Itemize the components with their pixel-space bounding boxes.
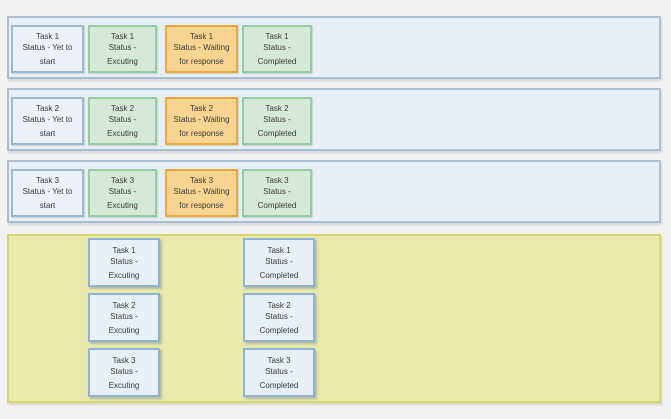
box-line: start (39, 201, 56, 210)
box-line: Status - Yet to (22, 115, 73, 124)
box-line: Task 3 (267, 355, 291, 365)
box-line: Task 3 (110, 176, 135, 185)
summary-task2-completed-box: Task 2 Status - Completed (243, 293, 315, 342)
box-line: for response (179, 129, 224, 138)
task1-completed-box: Task 1 Status - Completed (242, 25, 312, 73)
summary-panel: Task 1 Status - Excuting Task 2 Status -… (7, 234, 661, 403)
box-line: Excuting (108, 380, 140, 390)
summary-task3-executing-box: Task 3 Status - Excuting (88, 348, 160, 397)
box-line: Status - (110, 366, 138, 376)
box-line: Excuting (107, 129, 138, 138)
box-line: Status - (263, 43, 291, 52)
summary-task2-executing-box: Task 2 Status - Excuting (88, 293, 160, 342)
box-line: Status - (265, 256, 293, 266)
task3-lane: Task 3 Status - Yet to start Task 3 Stat… (7, 160, 661, 223)
box-line: Task 2 (110, 104, 135, 113)
box-line: Status - (108, 187, 137, 196)
box-line: Task 3 (112, 355, 136, 365)
box-line: for response (179, 201, 224, 210)
box-line: Status - (265, 311, 293, 321)
box-line: Task 2 (112, 300, 136, 310)
box-line: Excuting (107, 57, 138, 66)
box-line: Status - Yet to (22, 43, 73, 52)
box-line: Status - Waiting (173, 115, 230, 124)
box-line: Excuting (108, 270, 140, 280)
box-line: Task 1 (189, 32, 214, 41)
box-line: Task 1 (112, 245, 136, 255)
summary-task1-completed-box: Task 1 Status - Completed (243, 238, 315, 287)
box-line: Completed (259, 380, 299, 390)
box-line: Status - (265, 366, 293, 376)
box-line: Task 2 (35, 104, 60, 113)
task1-yet-to-start-box: Task 1 Status - Yet to start (11, 25, 84, 73)
box-line: Status - Waiting (173, 43, 230, 52)
box-line: Status - Yet to (22, 187, 73, 196)
task1-executing-box: Task 1 Status - Excuting (88, 25, 157, 73)
task2-lane: Task 2 Status - Yet to start Task 2 Stat… (7, 88, 661, 151)
box-line: Status - (110, 311, 138, 321)
task3-waiting-box: Task 3 Status - Waiting for response (165, 169, 238, 217)
task2-waiting-box: Task 2 Status - Waiting for response (165, 97, 238, 145)
summary-task1-executing-box: Task 1 Status - Excuting (88, 238, 160, 287)
box-line: Status - Waiting (173, 187, 230, 196)
box-line: Task 2 (189, 104, 214, 113)
box-line: for response (179, 57, 224, 66)
task3-yet-to-start-box: Task 3 Status - Yet to start (11, 169, 84, 217)
box-line: Status - (108, 43, 137, 52)
task1-lane: Task 1 Status - Yet to start Task 1 Stat… (7, 16, 661, 79)
box-line: Completed (257, 57, 297, 66)
box-line: Task 3 (35, 176, 60, 185)
box-line: Status - (263, 115, 291, 124)
box-line: Task 1 (265, 32, 289, 41)
box-line: Completed (259, 270, 299, 280)
box-line: Task 3 (189, 176, 214, 185)
box-line: start (39, 57, 56, 66)
box-line: Completed (257, 201, 297, 210)
box-line: Task 1 (35, 32, 60, 41)
box-line: start (39, 129, 56, 138)
task2-yet-to-start-box: Task 2 Status - Yet to start (11, 97, 84, 145)
summary-task3-completed-box: Task 3 Status - Completed (243, 348, 315, 397)
box-line: Status - (110, 256, 138, 266)
box-line: Task 2 (267, 300, 291, 310)
box-line: Task 1 (267, 245, 291, 255)
box-line: Excuting (108, 325, 140, 335)
box-line: Status - (108, 115, 137, 124)
box-line: Task 3 (265, 176, 289, 185)
box-line: Status - (263, 187, 291, 196)
task3-completed-box: Task 3 Status - Completed (242, 169, 312, 217)
box-line: Excuting (107, 201, 138, 210)
box-line: Task 2 (265, 104, 289, 113)
task2-executing-box: Task 2 Status - Excuting (88, 97, 157, 145)
box-line: Completed (259, 325, 299, 335)
box-line: Completed (257, 129, 297, 138)
task3-executing-box: Task 3 Status - Excuting (88, 169, 157, 217)
box-line: Task 1 (110, 32, 135, 41)
task2-completed-box: Task 2 Status - Completed (242, 97, 312, 145)
task1-waiting-box: Task 1 Status - Waiting for response (165, 25, 238, 73)
